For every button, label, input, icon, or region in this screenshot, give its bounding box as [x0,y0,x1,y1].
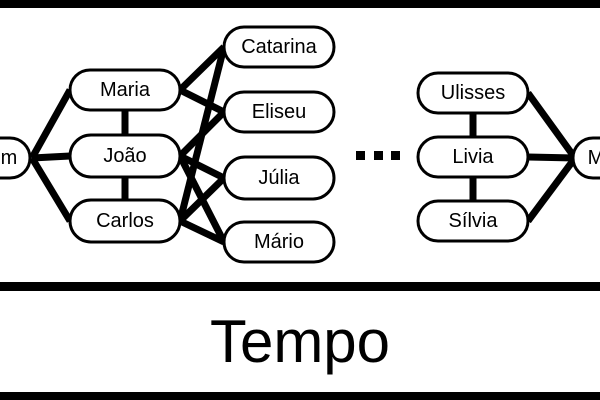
node-label: Ulisses [441,82,505,104]
edge-left-carlos [29,156,73,223]
ellipsis-dot [356,151,365,160]
node-label: Maria [100,79,151,101]
node-label: Mário [254,231,304,253]
node-label: João [103,145,146,167]
bottom-border [0,392,600,400]
node-shape [0,136,32,180]
node-julia: Júlia [222,155,336,201]
node-catarina: Catarina [222,25,336,69]
node-label: M [588,147,600,169]
node-joao: João [68,133,182,179]
node-shape [222,220,336,264]
node-carlos: Carlos [68,198,182,244]
node-mario: Mário [222,220,336,264]
ellipsis-dot [391,151,400,160]
node-shape [222,25,336,69]
node-livia: Livia [416,135,530,179]
edge-carlos-mario [178,217,226,246]
edge-maria-eliseu [178,86,226,116]
node-shape [571,136,600,180]
node-shape [68,68,182,112]
node-right: M [571,136,600,180]
node-shape [68,198,182,244]
node-label: m [1,147,18,169]
edge-left-maria [28,88,74,160]
edge-maria-catarina [177,44,227,93]
node-shape [416,71,530,115]
node-left: m [0,136,32,180]
node-shape [222,90,336,134]
node-eliseu: Eliseu [222,90,336,134]
edge-silvia-right [525,155,578,224]
edge-carlos-catarina [176,46,228,222]
node-label: Eliseu [252,101,306,123]
node-shape [416,199,530,243]
ellipsis-dot [374,151,383,160]
node-label: Carlos [96,210,154,232]
node-ulisses: Ulisses [416,71,530,115]
node-shape [416,135,530,179]
node-label: Sílvia [449,210,499,232]
edge-left-joao [31,152,71,162]
edge-livia-right [527,153,576,162]
divider [0,282,600,291]
edge-ulisses-right [525,90,578,161]
edge-carlos-julia [177,175,227,224]
edge-joao-julia [178,152,226,182]
node-label: Catarina [241,36,317,58]
time-axis-label: Tempo [209,308,391,375]
ellipsis-dots [356,151,400,160]
top-border [0,0,600,8]
node-shape [68,133,182,179]
node-silvia: Sílvia [416,199,530,243]
node-label: Júlia [258,167,300,189]
node-label: Livia [452,146,494,168]
node-shape [222,155,336,201]
node-maria: Maria [68,68,182,112]
